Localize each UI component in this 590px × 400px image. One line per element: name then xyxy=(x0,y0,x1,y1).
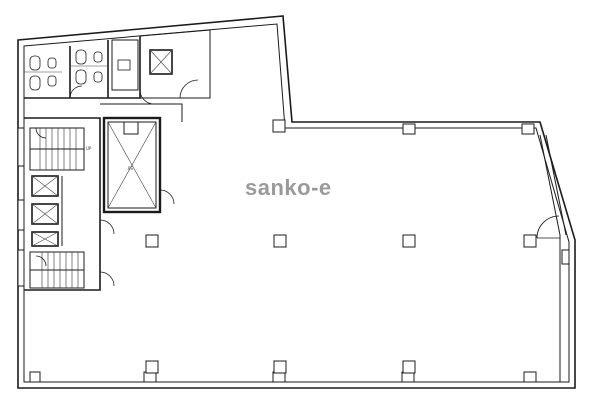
column xyxy=(145,234,159,248)
janitor-room xyxy=(111,39,139,91)
interior-columns xyxy=(145,234,537,374)
shaft-icon xyxy=(149,49,173,75)
pilaster-west xyxy=(17,127,25,167)
pilaster-south-5 xyxy=(523,371,537,383)
stair-upper: UP xyxy=(29,127,92,171)
elevator-icon xyxy=(31,231,59,247)
pilaster-north-3 xyxy=(521,123,535,135)
corridor-wall-inner xyxy=(100,103,183,122)
stair-lower xyxy=(29,127,85,289)
door-swing-icon xyxy=(536,215,560,239)
outer-wall-outer-line xyxy=(17,15,576,389)
pilaster-east-1 xyxy=(561,249,570,265)
outer-walls xyxy=(17,15,576,389)
door-swing-icon xyxy=(69,85,83,99)
door-swing-icon xyxy=(99,271,115,287)
toilet-icon xyxy=(93,71,103,83)
door-swing-icon xyxy=(35,127,47,139)
column xyxy=(273,234,287,248)
elevator-cross xyxy=(31,231,59,247)
east-angled-wall-inner xyxy=(545,134,567,236)
sink-icon xyxy=(117,59,131,71)
pilaster-west xyxy=(17,249,25,287)
elevator-cross xyxy=(31,203,59,225)
door-swing-icon xyxy=(179,79,199,99)
elevator-icon xyxy=(31,175,59,197)
toilet-icon xyxy=(75,69,87,85)
corridor-wall xyxy=(24,117,101,291)
door-swing-icon xyxy=(35,255,47,267)
pilaster-south-1 xyxy=(29,371,41,383)
toilet-icon xyxy=(93,51,103,63)
toilet-icon xyxy=(75,49,87,65)
central-shaft: PS xyxy=(102,116,162,214)
stair-tag: UP xyxy=(86,146,92,151)
toilet-icon xyxy=(47,75,57,87)
shaft-outer xyxy=(102,116,162,214)
toilet-icon xyxy=(29,55,41,71)
restroom-core xyxy=(24,29,211,105)
pilaster-north-2 xyxy=(402,123,416,135)
pilaster-west xyxy=(17,199,25,231)
shaft-tag: PS xyxy=(128,166,133,171)
outer-wall-inner-line xyxy=(23,23,570,383)
elevator-cross xyxy=(31,175,59,197)
door-swing-icon xyxy=(159,189,175,205)
restroom-wall xyxy=(24,36,141,99)
door-swing-icon xyxy=(139,89,155,105)
toilet-icon xyxy=(29,75,41,91)
column xyxy=(145,360,159,374)
elevators xyxy=(31,175,63,247)
column xyxy=(402,234,416,248)
door-swing-icon xyxy=(99,219,115,235)
elevator-icon xyxy=(31,203,59,225)
column xyxy=(402,360,416,374)
pilasters xyxy=(29,119,570,383)
column xyxy=(523,234,537,248)
east-wall-detail xyxy=(536,134,567,382)
left-perimeter-detail xyxy=(17,127,25,287)
east-angled-wall xyxy=(539,134,561,236)
duct-box xyxy=(123,121,139,135)
service-room-wall xyxy=(139,29,211,99)
shaft-cross xyxy=(149,49,173,75)
toilet-icon xyxy=(47,57,57,69)
shaft-cross xyxy=(107,121,157,209)
column xyxy=(273,360,287,374)
core-corridor xyxy=(24,103,183,291)
pilaster-north-1 xyxy=(272,119,286,133)
